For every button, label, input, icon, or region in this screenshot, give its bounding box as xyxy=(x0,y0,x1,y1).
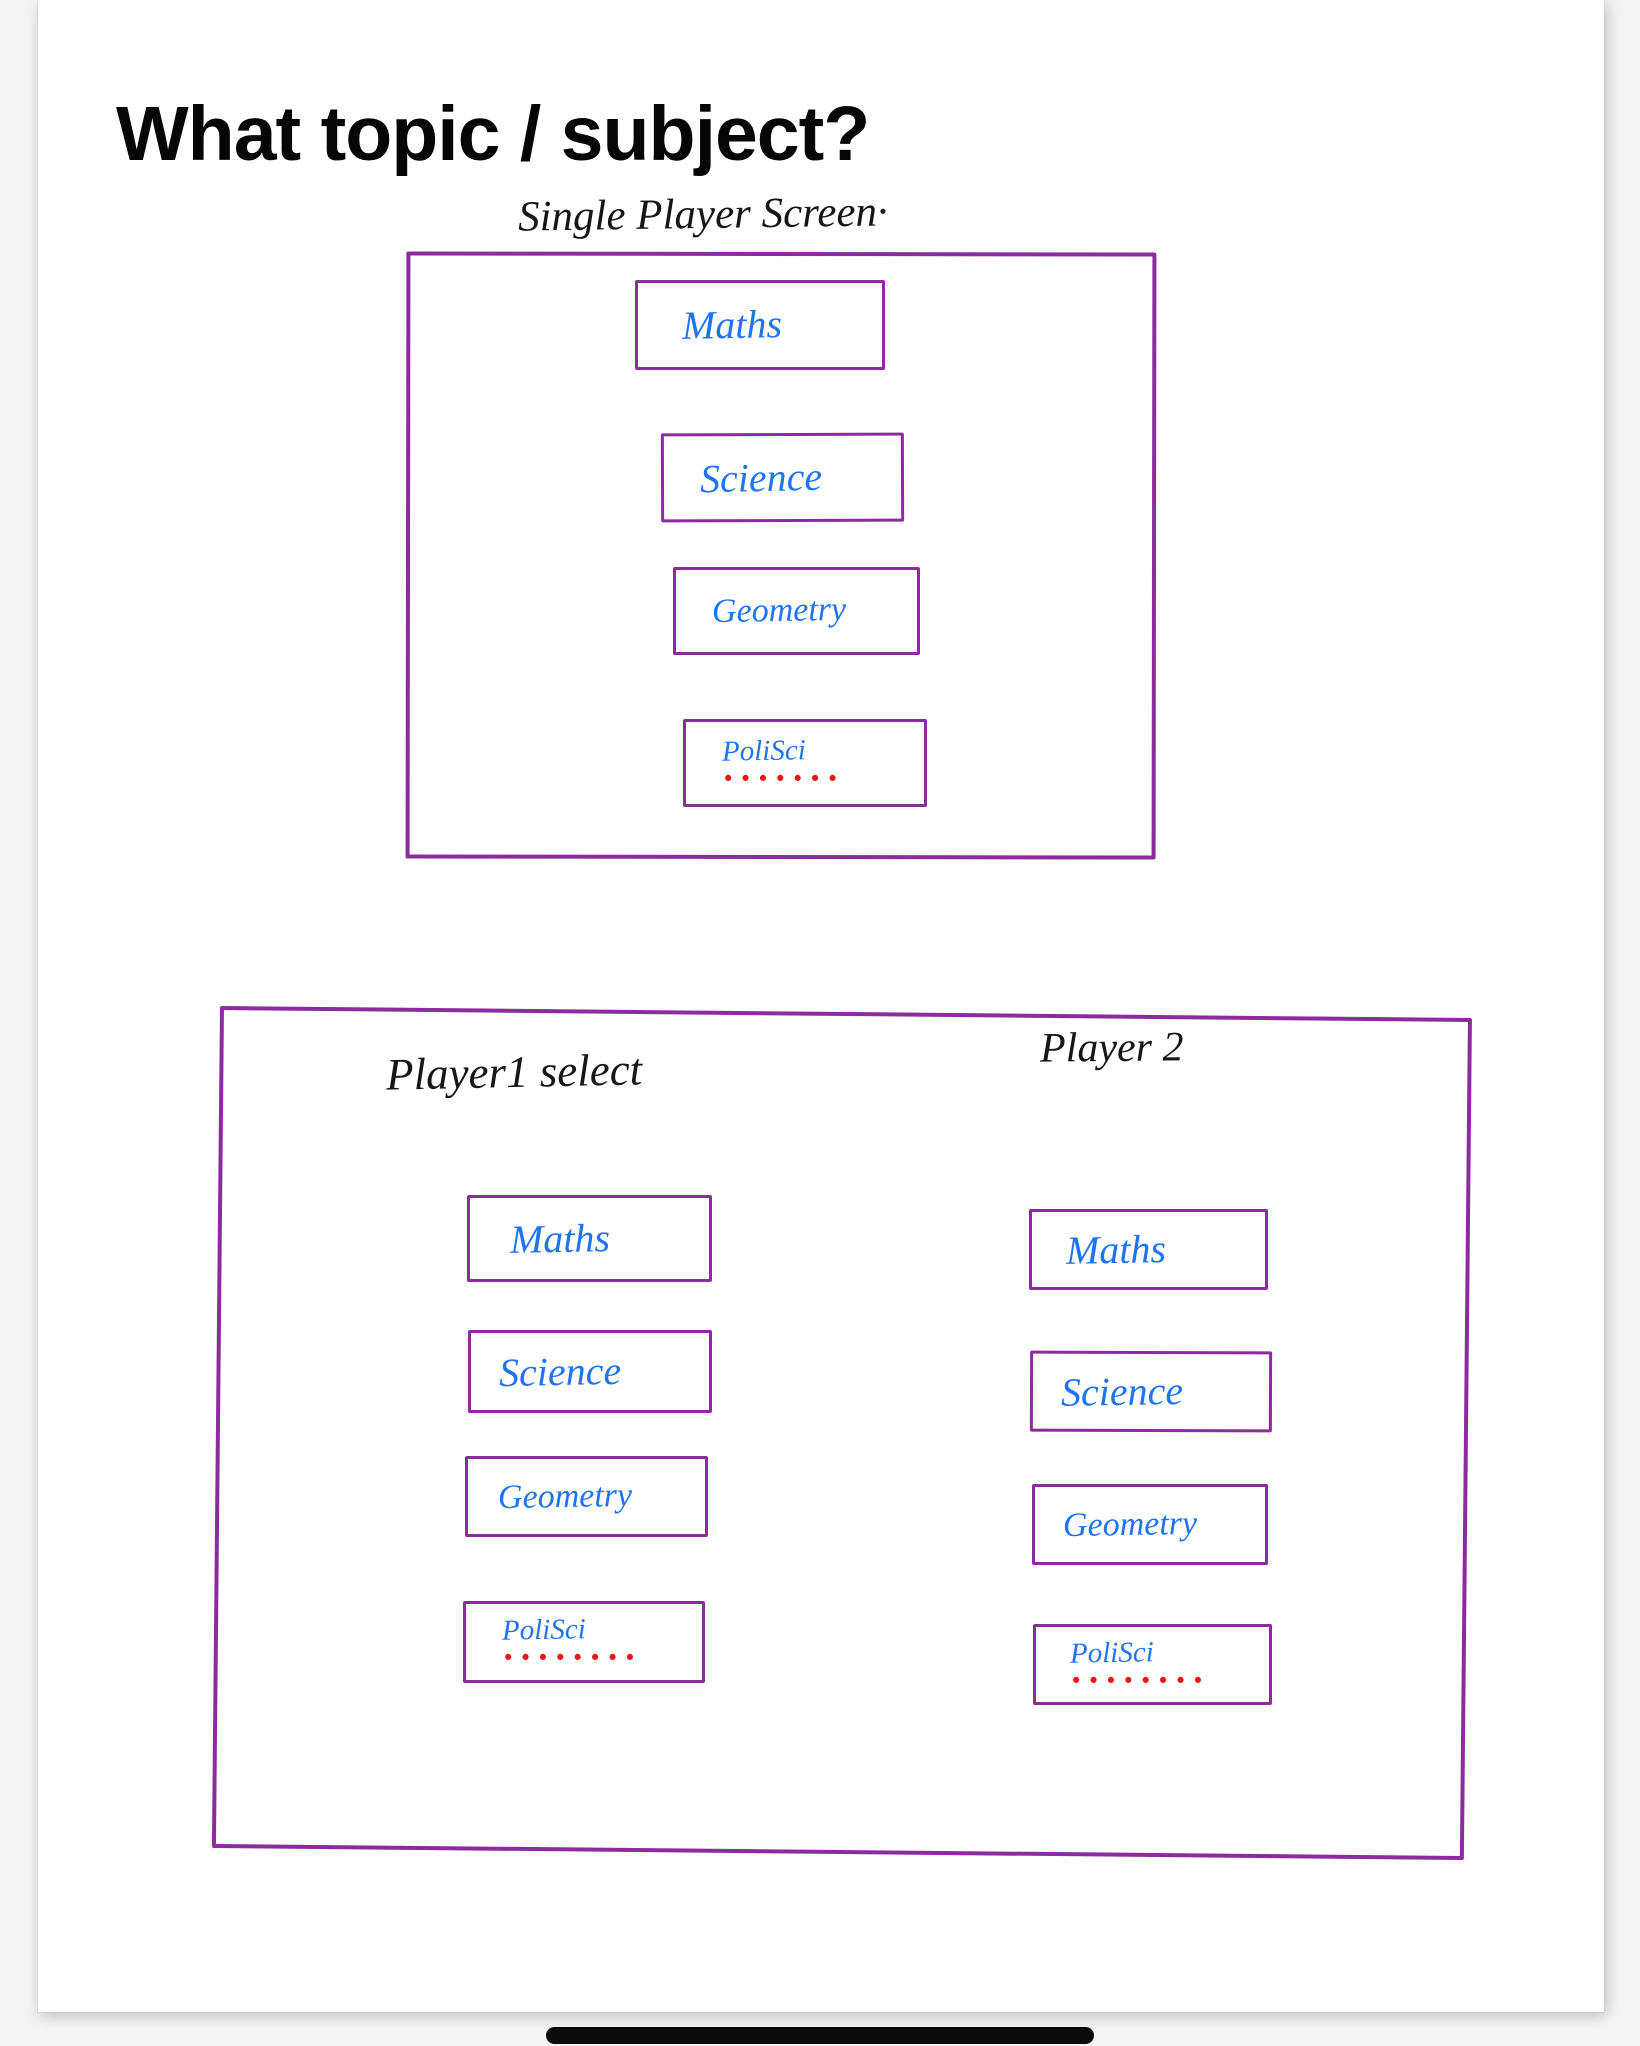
two-player-screen-frame xyxy=(211,1006,1472,1860)
player2-science-button[interactable]: Science xyxy=(1029,1350,1273,1433)
geometry-button-label: Geometry xyxy=(497,1476,633,1516)
polisci-red-dots-underline: •••••••• xyxy=(502,1646,642,1671)
science-button-label: Science xyxy=(498,1347,622,1395)
player2-maths-button[interactable]: Maths xyxy=(1029,1209,1268,1290)
science-button-label: Science xyxy=(699,453,823,501)
maths-button-label: Maths xyxy=(509,1214,611,1262)
player2-heading: Player 2 xyxy=(1039,1024,1184,1072)
home-indicator[interactable] xyxy=(546,2027,1094,2044)
geometry-button-label: Geometry xyxy=(711,590,847,631)
single-player-geometry-button[interactable]: Geometry xyxy=(673,567,920,655)
single-player-screen-heading: Single Player Screen· xyxy=(517,188,889,241)
polisci-red-dots-underline: ••••••• xyxy=(722,767,844,792)
maths-button-label: Maths xyxy=(681,301,783,348)
player1-polisci-button[interactable]: PoliSci •••••••• xyxy=(463,1601,705,1683)
geometry-button-label: Geometry xyxy=(1062,1504,1198,1544)
page-title: What topic / subject? xyxy=(116,91,870,177)
player1-select-heading: Player1 select xyxy=(385,1044,643,1100)
polisci-button-label: PoliSci xyxy=(1069,1635,1155,1670)
polisci-button-label: PoliSci xyxy=(721,734,807,768)
player2-polisci-button[interactable]: PoliSci •••••••• xyxy=(1033,1624,1272,1705)
single-player-maths-button[interactable]: Maths xyxy=(635,280,885,370)
maths-button-label: Maths xyxy=(1065,1225,1167,1273)
single-player-polisci-button[interactable]: PoliSci ••••••• xyxy=(683,719,927,807)
player1-geometry-button[interactable]: Geometry xyxy=(465,1456,708,1537)
polisci-red-dots-underline: •••••••• xyxy=(1070,1668,1210,1693)
single-player-science-button[interactable]: Science xyxy=(660,432,905,523)
player1-maths-button[interactable]: Maths xyxy=(467,1195,712,1282)
polisci-button-label: PoliSci xyxy=(501,1613,587,1647)
player2-geometry-button[interactable]: Geometry xyxy=(1032,1484,1268,1565)
science-button-label: Science xyxy=(1060,1367,1184,1415)
player1-science-button[interactable]: Science xyxy=(468,1330,712,1413)
